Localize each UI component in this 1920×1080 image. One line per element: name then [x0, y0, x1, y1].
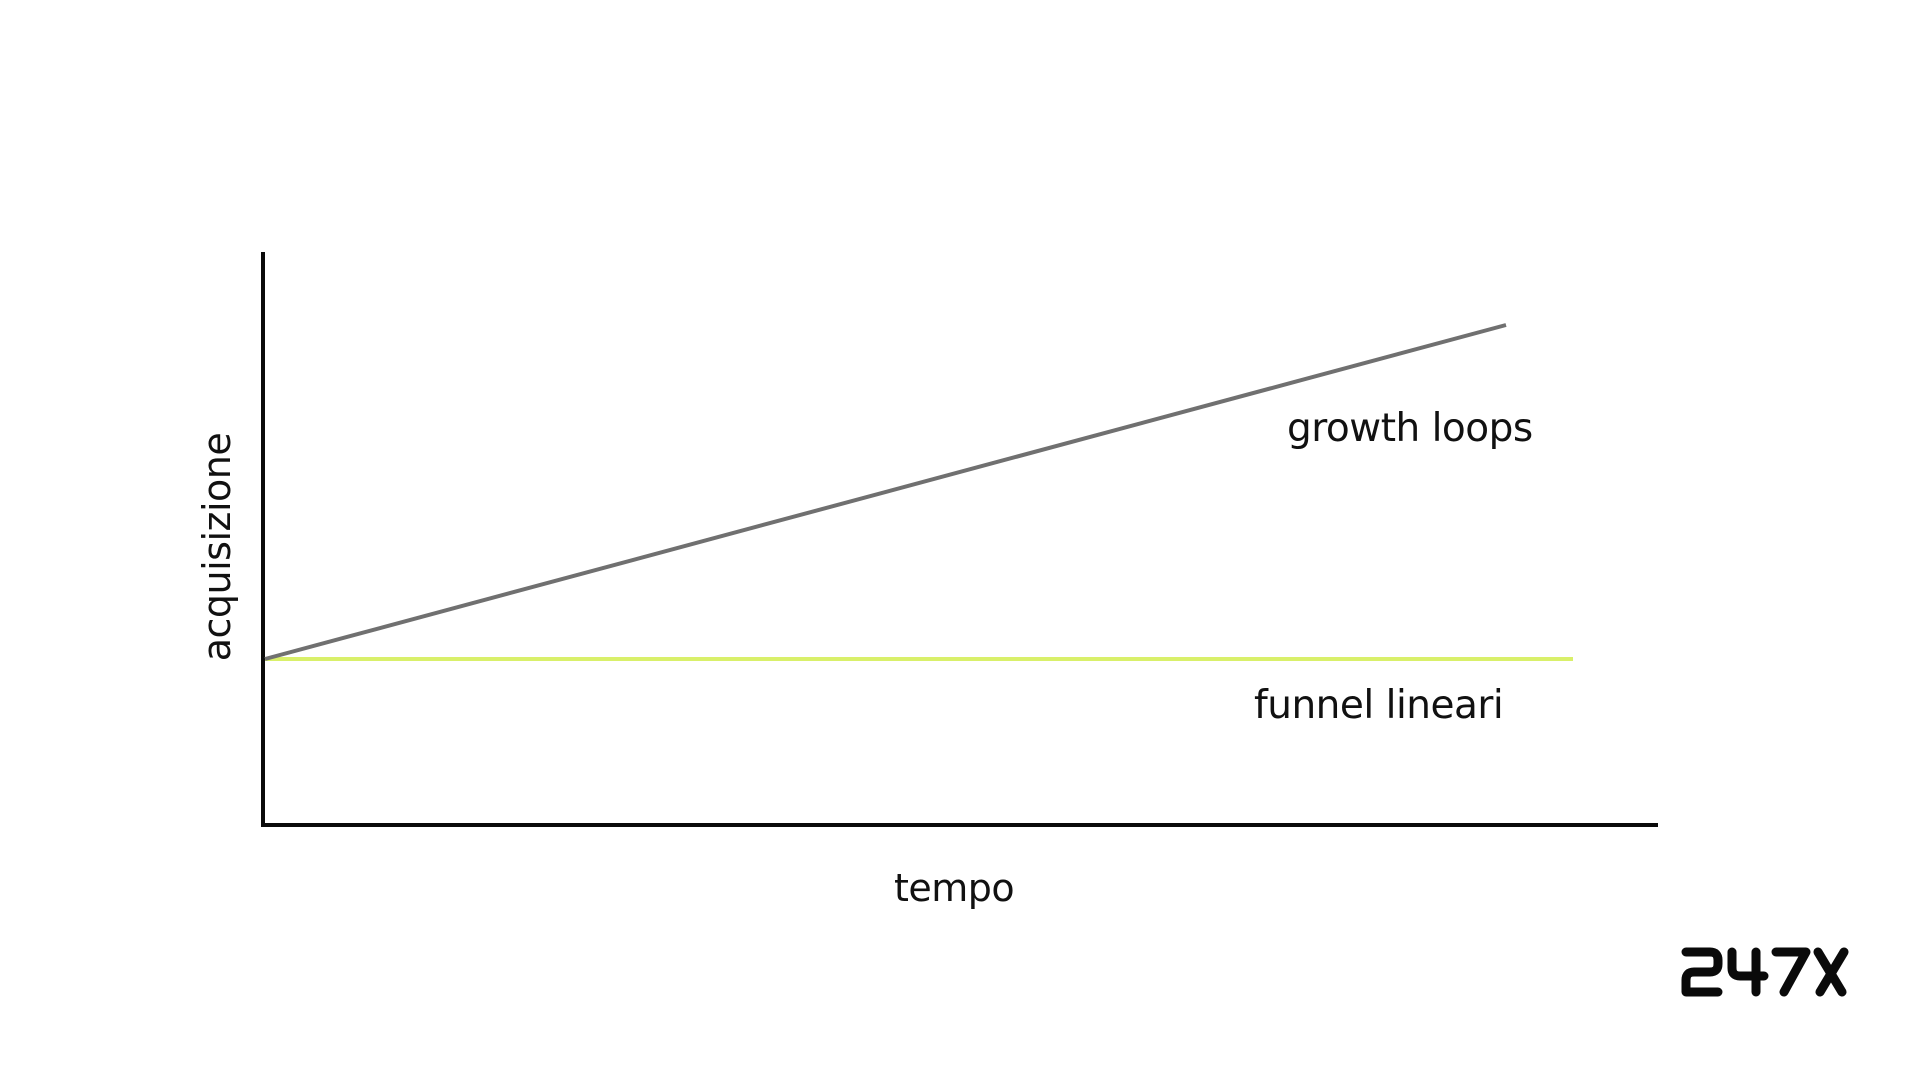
- growth-loops-line: [264, 323, 1507, 661]
- x-axis-label: tempo: [894, 866, 1015, 910]
- brand-logo-247x: [1681, 947, 1849, 997]
- y-axis-label: acquisizione: [195, 432, 239, 662]
- funnel-lineari-label: funnel lineari: [1254, 683, 1504, 728]
- growth-loops-label: growth loops: [1287, 406, 1533, 451]
